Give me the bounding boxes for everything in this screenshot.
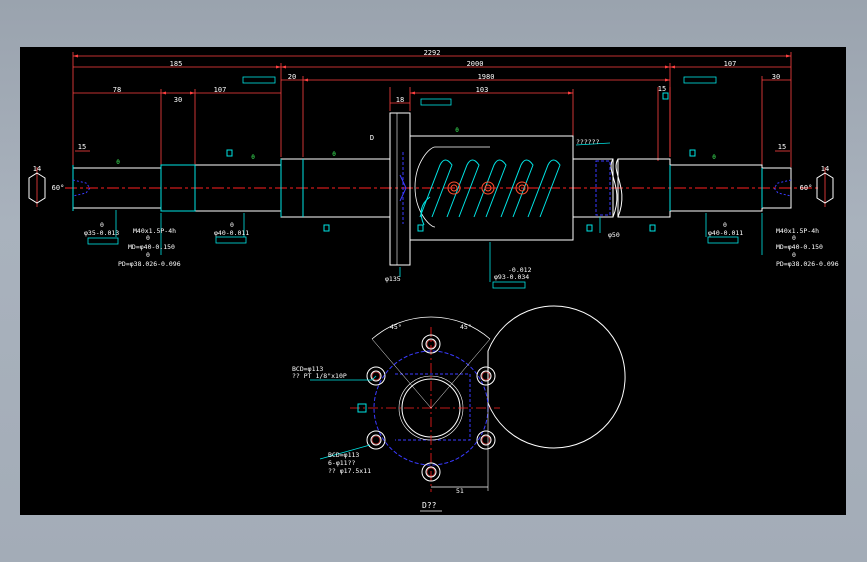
dim-right-gap: 30 (772, 73, 780, 81)
section-caption: D?? (422, 501, 437, 510)
surface-mark-1: 0 (116, 159, 120, 166)
dim-left-gap: 20 (288, 73, 296, 81)
note-right-journal: φ40-0.011 (708, 229, 743, 237)
note-left-shaft-tol: φ35-0.013 (84, 229, 119, 237)
section-holes-note: 6-φ11?? (328, 459, 355, 467)
section-pt-note: ?? PT 1/8"x10P (292, 372, 347, 380)
dim-segment-30: 30 (174, 96, 182, 104)
note-question: ?????? (576, 138, 600, 146)
note-left-journal-zero: 0 (230, 221, 234, 229)
hex-end-left (28, 172, 46, 204)
shaft-highlight (72, 159, 763, 217)
tolerance-frames (87, 76, 739, 289)
note-flange-diameter: φ135 (385, 275, 401, 283)
cad-drawing: 2292 185 2000 107 20 1980 30 78 30 107 1… (28, 49, 839, 512)
dim-right-end: 107 (724, 60, 737, 68)
note-right-pd-zero: 0 (792, 251, 796, 259)
note-left-journal: φ40-0.011 (214, 229, 249, 237)
note-nut-tol-2: φ93-0.034 (494, 273, 529, 281)
surface-mark-4: 0 (455, 127, 459, 134)
dim-angle-left: 60° (52, 184, 65, 192)
note-left-md-zero: 0 (146, 234, 150, 242)
section-bcd-top: BCD=φ113 (292, 365, 323, 373)
note-screw-diameter: φ50 (608, 231, 620, 239)
surface-mark-5: 0 (712, 154, 716, 161)
note-right-md-zero: 0 (792, 234, 796, 242)
note-left-md: MD=φ40-0.150 (128, 243, 175, 251)
dim-flange-15: 15 (658, 85, 666, 93)
break-line (610, 158, 623, 218)
ball-nut (409, 135, 574, 241)
hex-end-right (816, 172, 834, 204)
section-angle-left: 45° (390, 323, 402, 331)
dim-thread-length: 1980 (478, 73, 495, 81)
datum-markers (226, 92, 696, 232)
note-right-journal-zero: 0 (723, 221, 727, 229)
section-view (310, 305, 626, 492)
section-counterbore-note: ?? φ17.5x11 (328, 467, 371, 475)
leader-lines (115, 142, 763, 282)
dim-left-end: 185 (170, 60, 183, 68)
dimension-arrows (73, 54, 791, 95)
dim-hex-left: 14 (33, 165, 41, 173)
note-right-pd: PD=φ38.026-0.096 (776, 260, 839, 268)
note-right-md: MD=φ40-0.150 (776, 243, 823, 251)
surface-mark-3: 0 (332, 151, 336, 158)
dim-end-15-right: 15 (778, 143, 786, 151)
dim-angle-right: 60° (800, 184, 813, 192)
surface-mark-2: 0 (251, 154, 255, 161)
note-left-pd-zero: 0 (146, 251, 150, 259)
note-left-pd: PD=φ38.026-0.096 (118, 260, 181, 268)
note-left-thread: M40x1.5P-4h (133, 227, 176, 235)
dim-end-15-left: 15 (78, 143, 86, 151)
note-right-thread: M40x1.5P-4h (776, 227, 819, 235)
dimension-lines (36, 52, 826, 207)
section-dim-51: 51 (456, 487, 464, 495)
nut-flange (389, 112, 411, 266)
hidden-edge (595, 160, 611, 216)
dim-screw-length: 2000 (467, 60, 484, 68)
dim-segment-78: 78 (113, 86, 121, 94)
note-left-shaft-zero: 0 (100, 221, 104, 229)
center-holes (72, 179, 792, 197)
cad-drawing-viewport[interactable]: 2292 185 2000 107 20 1980 30 78 30 107 1… (20, 47, 846, 515)
dim-overall: 2292 (424, 49, 441, 57)
note-nut-tol-1: -0.012 (508, 266, 532, 274)
dim-nut-103: 103 (476, 86, 489, 94)
dim-segment-107: 107 (214, 86, 227, 94)
section-marker-d: D (370, 134, 374, 142)
section-angle-right: 45° (460, 323, 472, 331)
section-bcd-bottom: BCD=φ113 (328, 451, 359, 459)
dim-hex-right: 14 (821, 165, 829, 173)
dim-nut-18: 18 (396, 96, 404, 104)
